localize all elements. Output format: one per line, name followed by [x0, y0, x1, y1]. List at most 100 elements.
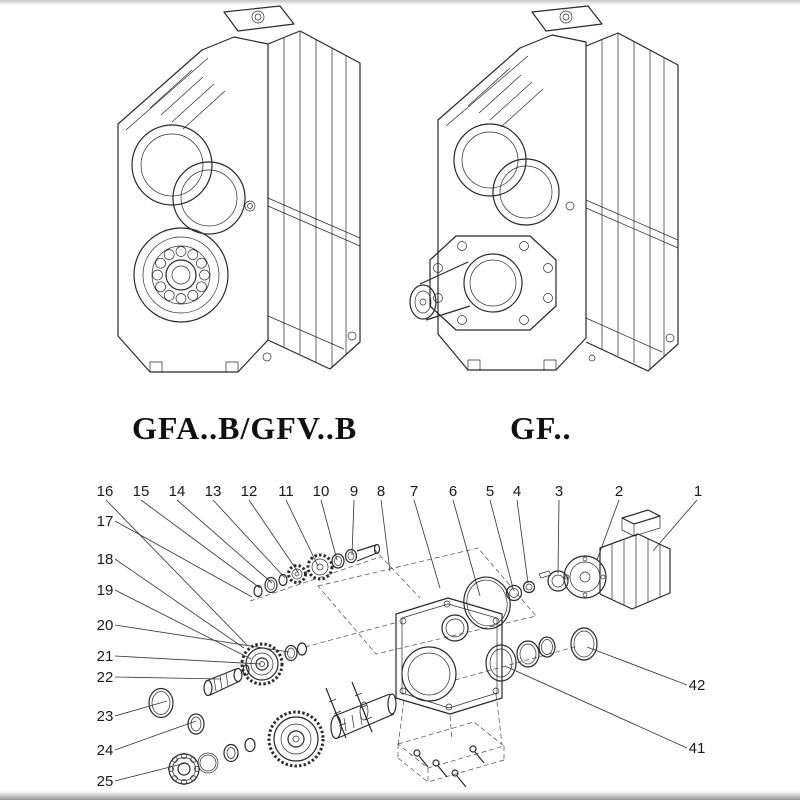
exploded-input-small-parts: [505, 570, 569, 602]
leader-line-13: [212, 499, 286, 579]
right-bore-1-outer: [453, 123, 527, 197]
leader-line-20: [114, 624, 290, 653]
callout-19: 19: [97, 582, 114, 599]
left-column-ribs: [283, 32, 347, 367]
leader-line-17: [114, 520, 253, 598]
leader-line-2: [596, 499, 620, 561]
exploded-cover-plate: [397, 721, 505, 783]
right-gearbox-drawing: [409, 5, 679, 372]
callout-21: 21: [97, 648, 114, 665]
leader-line-25: [114, 762, 187, 782]
right-shaft-boss-inner: [469, 259, 517, 307]
callout-15: 15: [133, 483, 150, 500]
leader-line-19: [114, 589, 252, 660]
left-gearbox-drawing: [117, 5, 361, 373]
callout-10: 10: [313, 483, 330, 500]
callout-22: 22: [97, 669, 114, 686]
right-bore-2-outer: [492, 158, 560, 226]
right-column-outline: [585, 32, 679, 372]
left-feet: [149, 361, 239, 372]
leader-line-42: [586, 646, 688, 686]
leader-line-6: [452, 499, 481, 597]
callout-20: 20: [97, 617, 114, 634]
left-top-plate: [223, 5, 295, 32]
callout-6: 6: [449, 483, 457, 500]
right-output-flange: [429, 235, 557, 331]
callout-7: 7: [410, 483, 418, 500]
leader-line-12: [248, 499, 299, 573]
leader-line-22: [114, 676, 222, 680]
right-output-shaft: [409, 261, 471, 321]
leader-line-14: [176, 499, 273, 584]
callout-42: 42: [689, 677, 706, 694]
right-bolt-hole-3: [588, 354, 596, 362]
right-top-plate: [531, 5, 603, 32]
left-bolt-hole-3: [262, 352, 272, 362]
callout-8: 8: [377, 483, 385, 500]
callout-11: 11: [278, 483, 294, 500]
left-bolt-hole-2: [347, 331, 357, 341]
left-column-bands: [267, 197, 361, 350]
callout-13: 13: [205, 483, 222, 500]
right-slope-line: [445, 55, 529, 127]
callout-18: 18: [97, 551, 114, 568]
exploded-output-gear-assembly: [148, 687, 397, 785]
left-filler-cap-inner: [254, 13, 262, 21]
leader-line-3: [557, 499, 560, 574]
callout-16: 16: [97, 483, 114, 500]
leader-line-11: [285, 499, 319, 567]
left-bolt-hole-inner: [247, 203, 253, 209]
right-flange-bolt-holes: [433, 241, 553, 325]
callout-3: 3: [555, 483, 563, 500]
left-bore-2-outer: [172, 161, 246, 235]
leader-line-18: [114, 558, 245, 649]
callout-2: 2: [615, 483, 623, 500]
right-column-bands: [585, 199, 679, 353]
right-housing-outline: [437, 34, 587, 371]
callout-14: 14: [169, 483, 186, 500]
leader-line-4: [516, 499, 529, 584]
leader-line-9: [351, 499, 355, 556]
left-bore-1-outer: [131, 124, 213, 206]
callout-23: 23: [97, 708, 114, 725]
leader-line-15: [140, 499, 261, 589]
left-output-bearing: [133, 227, 229, 323]
left-bore-1-inner: [140, 133, 204, 197]
callout-4: 4: [513, 483, 521, 500]
right-filler-cap-icon: [559, 10, 573, 24]
exploded-input-shaft-assembly: [253, 543, 381, 598]
right-feet: [467, 359, 557, 370]
right-bore-2-inner: [499, 165, 553, 219]
right-bore-1-inner: [461, 131, 519, 189]
right-column-ribs: [601, 34, 665, 370]
leader-line-24: [114, 720, 197, 751]
exploded-studs: [325, 681, 373, 739]
page-edge-top: [0, 0, 800, 5]
left-model-label: GFA..B/GFV..B: [132, 410, 358, 446]
exploded-retaining-rings: [485, 627, 598, 682]
callout-12: 12: [241, 483, 258, 500]
right-model-label: GF..: [510, 410, 572, 446]
page-edge-bottom: [0, 791, 800, 800]
leader-line-7: [413, 499, 441, 589]
right-bolt-hole: [565, 201, 575, 211]
exploded-bolts: [413, 745, 485, 788]
left-rib-fins: [149, 69, 226, 130]
left-bolt-hole: [244, 200, 256, 212]
leader-line-23: [114, 700, 168, 717]
callout-41: 41: [689, 740, 706, 757]
callout-25: 25: [97, 773, 114, 790]
left-slope-line: [125, 57, 209, 131]
right-rib-fins: [467, 67, 544, 128]
right-filler-cap-inner: [562, 13, 570, 21]
leader-line-8: [380, 499, 391, 572]
leader-line-1: [652, 499, 698, 552]
left-column-outline: [267, 30, 361, 370]
exploded-view-drawing: [148, 509, 671, 788]
left-bore-2-inner: [180, 169, 238, 227]
exploded-intermediate-gear-assembly: [203, 642, 308, 697]
callout-9: 9: [350, 483, 358, 500]
